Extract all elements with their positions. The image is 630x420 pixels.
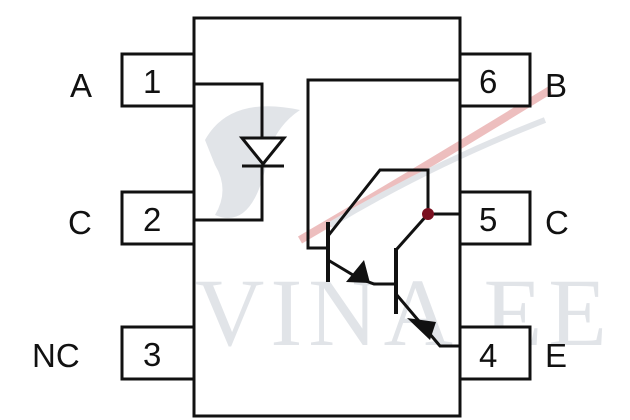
watermark-logo-shape — [205, 106, 300, 218]
pin-1-number: 1 — [143, 63, 161, 100]
led-diode-icon — [238, 136, 288, 167]
pin-3-label: NC — [32, 337, 80, 374]
pin-4-number: 4 — [479, 337, 497, 374]
transistor1-collector-wire — [326, 168, 430, 237]
pin-5-number: 5 — [479, 201, 497, 238]
watermark-text: VINA EE — [195, 259, 613, 366]
junction-dot — [422, 208, 434, 220]
base-wire — [306, 78, 460, 250]
pin-3-box — [120, 325, 196, 381]
pin-1-label: A — [70, 67, 92, 104]
pin-4-box — [458, 325, 532, 381]
led-cathode-wire — [194, 166, 264, 222]
pin-5-box — [458, 190, 532, 246]
pin-6-box — [458, 52, 532, 108]
pin-6-number: 6 — [479, 63, 497, 100]
transistor2-collector-wire — [394, 213, 430, 251]
transistor2-emitter-arrow-icon — [407, 318, 436, 340]
pin-1-box — [120, 52, 196, 108]
pin-3-number: 3 — [143, 336, 161, 373]
transistor1-emitter-arrow-icon — [346, 260, 370, 283]
watermark-swoosh-gray — [328, 117, 547, 228]
pin-5-label: C — [545, 204, 569, 241]
pin-2-box — [120, 190, 196, 246]
pin-6-label: B — [545, 67, 567, 104]
pin-2-label: C — [68, 204, 92, 241]
transistor2-emitter-wire — [394, 293, 460, 348]
pin-2-number: 2 — [143, 201, 161, 238]
led-anode-wire — [194, 82, 264, 138]
watermark: VINA EE — [195, 86, 613, 366]
pin-4-label: E — [545, 337, 567, 374]
